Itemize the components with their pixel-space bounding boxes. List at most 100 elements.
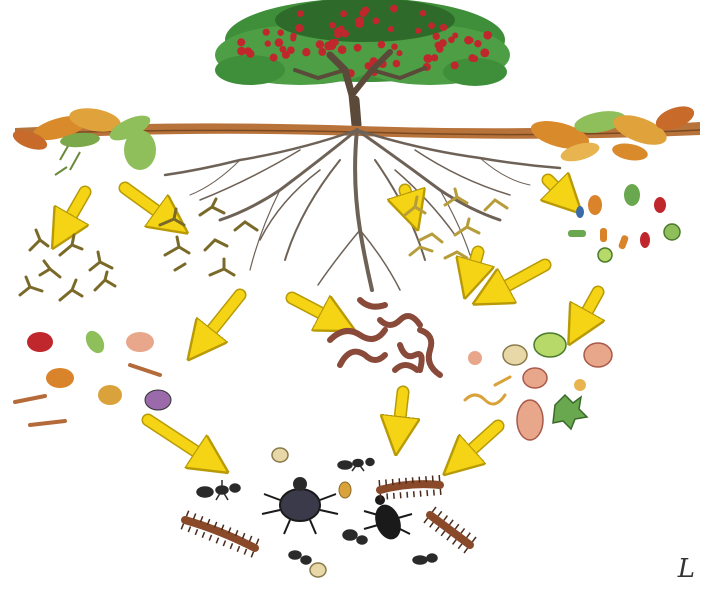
root: [415, 150, 510, 195]
berry: [480, 48, 489, 57]
centipede-leg: [244, 549, 246, 555]
arrow-icon: [62, 192, 85, 232]
berry: [467, 37, 473, 43]
leaf-litter-left: [10, 105, 156, 175]
berry: [277, 29, 284, 36]
nematode-icon: [465, 377, 510, 404]
centipede-leg: [237, 546, 239, 552]
berry: [362, 6, 370, 14]
berry: [372, 17, 379, 24]
springtail-icon: [15, 365, 160, 425]
centipede-leg: [467, 533, 471, 538]
centipede-leg: [461, 528, 465, 533]
centipede-leg: [200, 516, 202, 522]
arrow-icon: [470, 252, 478, 280]
berry: [355, 17, 364, 26]
berry: [396, 50, 402, 56]
berry: [270, 54, 278, 62]
centipede-leg: [432, 507, 436, 512]
berry: [275, 38, 284, 47]
berry: [295, 24, 303, 32]
berry: [354, 44, 362, 52]
centipede-leg: [430, 522, 434, 527]
berry: [483, 31, 492, 40]
arrow-icon: [148, 420, 212, 462]
berry: [428, 22, 435, 29]
arrow-icon: [125, 188, 172, 222]
centipede-leg: [186, 511, 188, 517]
berry: [237, 38, 245, 46]
berry: [340, 10, 347, 17]
centipede-leg: [438, 511, 442, 516]
centipede-leg: [223, 541, 225, 547]
centipede-leg: [450, 520, 454, 525]
arrow-icon: [490, 265, 545, 295]
arrow-icon: [292, 298, 338, 322]
berry: [451, 61, 459, 69]
berry: [431, 54, 438, 61]
centipede-leg: [464, 548, 468, 553]
berry: [263, 29, 270, 36]
centipede-leg: [424, 518, 428, 523]
centipede-leg: [441, 531, 445, 536]
berry: [334, 31, 341, 38]
centipede-leg: [447, 535, 451, 540]
berry: [338, 45, 347, 54]
arrow-icon: [548, 180, 568, 200]
centipede-leg: [202, 532, 204, 538]
berry: [316, 40, 324, 48]
arrow-icon: [458, 426, 498, 462]
fungi-icon: [20, 230, 115, 300]
centipede-leg: [242, 533, 244, 539]
earthworm-icon: [330, 300, 440, 375]
berry: [433, 33, 440, 40]
centipede-leg: [444, 516, 448, 521]
berry: [282, 51, 290, 59]
berry: [388, 26, 394, 32]
berry: [327, 41, 336, 50]
berry: [237, 47, 246, 56]
berry: [423, 54, 432, 63]
berry: [471, 55, 478, 62]
berry: [329, 22, 336, 29]
arrow-icon: [578, 292, 598, 328]
hyphae-icon: [405, 189, 507, 258]
berry: [474, 40, 481, 47]
root: [357, 130, 500, 220]
root: [220, 130, 357, 220]
berry: [302, 48, 310, 56]
berry: [297, 10, 304, 17]
berry: [265, 40, 271, 46]
centipede-leg: [209, 535, 211, 541]
root: [260, 170, 320, 240]
centipede-leg: [256, 539, 258, 545]
centipede-leg: [193, 514, 195, 520]
centipede-leg: [230, 543, 232, 549]
mite-icon: [27, 328, 171, 410]
beetle-icon: [262, 448, 412, 577]
arrow-icon: [398, 392, 403, 436]
centipede-leg: [188, 527, 190, 533]
centipede-leg: [453, 540, 457, 545]
centipede-leg: [455, 524, 459, 529]
centipede-leg: [458, 544, 462, 549]
centipede-leg: [435, 527, 439, 532]
centipede-leg: [249, 536, 251, 542]
centipede-leg: [181, 524, 183, 530]
centipede-leg: [472, 537, 476, 542]
root: [318, 230, 360, 285]
berry: [415, 28, 421, 34]
berry: [318, 48, 326, 56]
berry: [452, 32, 458, 38]
centipede-leg: [216, 538, 218, 544]
centipede-leg: [235, 530, 237, 536]
berry: [420, 10, 426, 16]
root: [355, 130, 372, 290]
berry: [246, 50, 254, 58]
berry: [338, 25, 345, 32]
berry: [290, 35, 296, 41]
centipede-leg: [251, 552, 253, 558]
protozoa-icon: [468, 333, 612, 440]
berry: [440, 24, 447, 31]
